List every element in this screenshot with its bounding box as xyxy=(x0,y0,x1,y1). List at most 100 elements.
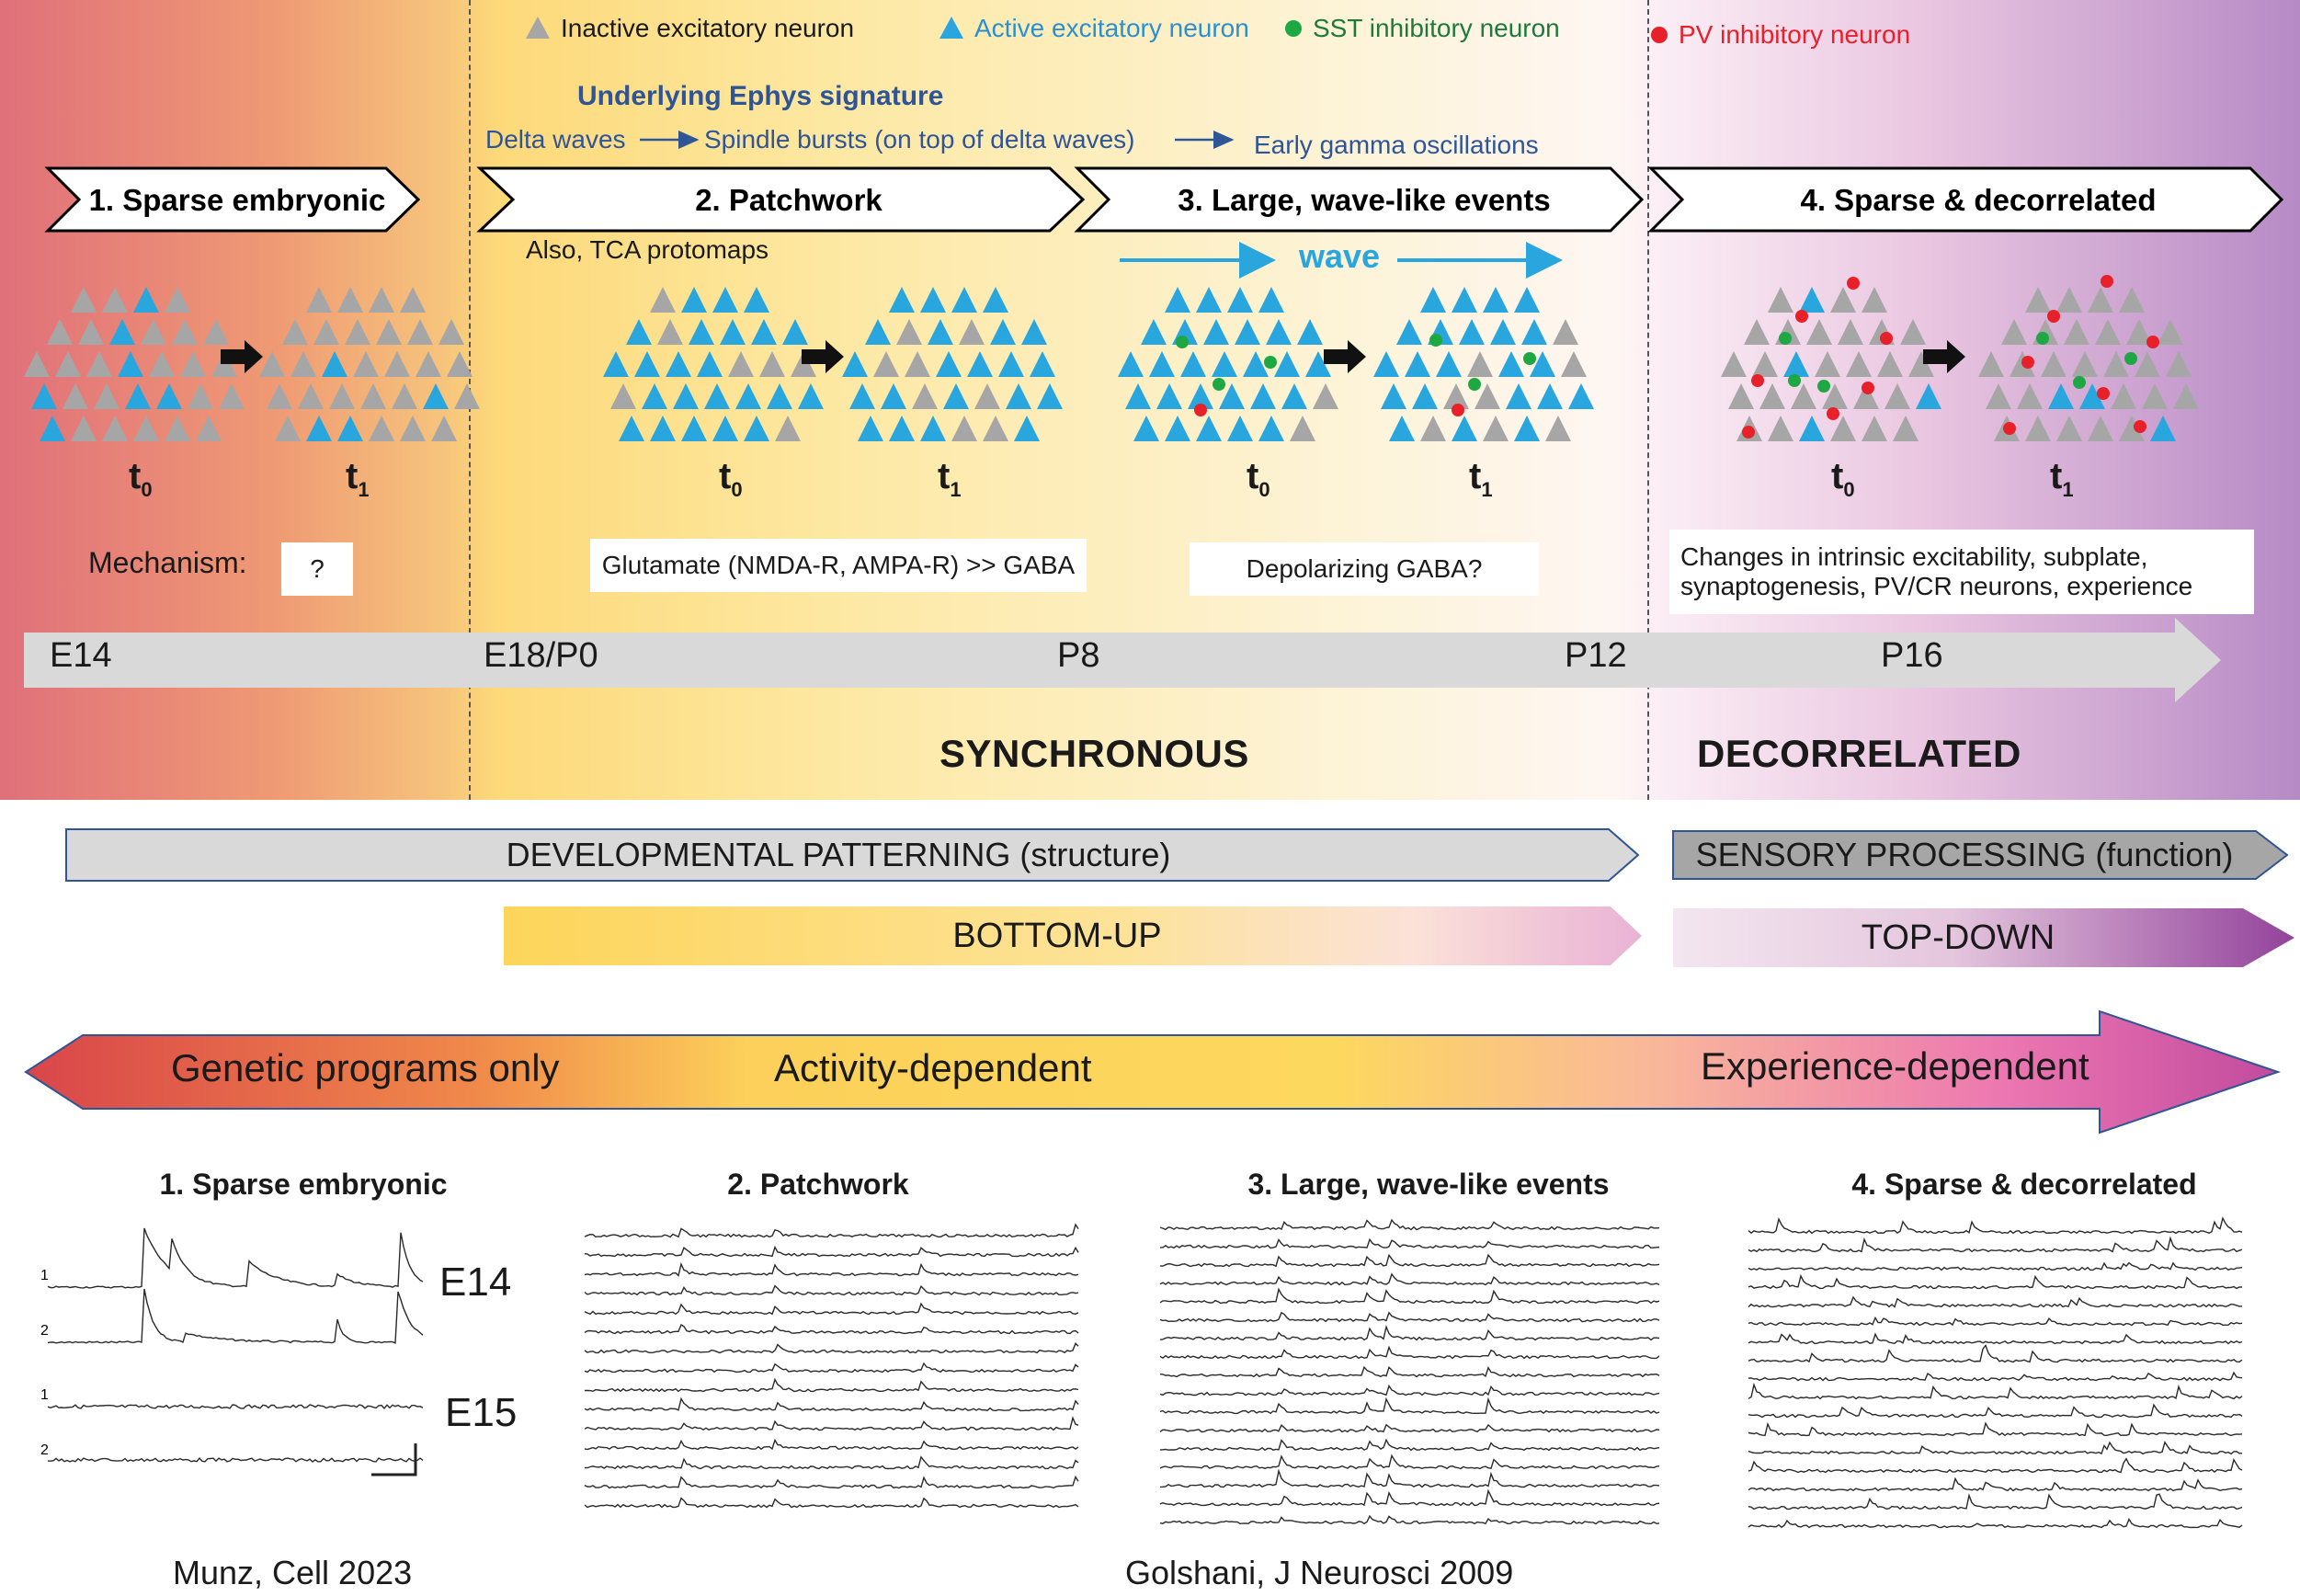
stage4-t1-inactive-neuron xyxy=(2041,351,2067,377)
stage2-t0-active-neuron xyxy=(798,383,824,409)
sst-neuron-icon xyxy=(1285,20,1302,37)
stage1-t0-inactive-neuron xyxy=(71,416,97,441)
stage4-t0-active-neuron xyxy=(1799,287,1825,313)
stage4-trace xyxy=(1748,1261,2243,1271)
stage3-t0-active-neuron xyxy=(1149,351,1175,377)
stage3-t1-active-neuron xyxy=(1506,383,1531,409)
stage2-t1-active-neuron xyxy=(951,287,977,313)
stage4-trace xyxy=(1748,1493,2243,1510)
mechanism-stage3-box: Depolarizing GABA? xyxy=(1190,542,1539,596)
stage3-t1-active-neuron xyxy=(1490,319,1516,345)
sensory-banner xyxy=(1672,830,2289,880)
stage2-t1-inactive-neuron xyxy=(983,416,1008,441)
stage4-t1-inactive-neuron xyxy=(2025,416,2051,441)
stage1-t0-inactive-neuron xyxy=(180,351,206,377)
stage4-t0-inactive-neuron xyxy=(1853,383,1879,409)
stage1-t0-inactive-neuron xyxy=(203,319,229,345)
stage3-t0-active-neuron xyxy=(1133,416,1159,441)
stage1-t1-inactive-neuron xyxy=(392,383,417,409)
stage1-t0-inactive-neuron xyxy=(63,383,88,409)
stage4-trace xyxy=(1748,1236,2243,1253)
stage4-trace xyxy=(1748,1216,2243,1235)
timeline-e14: E14 xyxy=(50,636,112,675)
stage2-t1-inactive-neuron xyxy=(912,383,938,409)
stage4-t1-inactive-neuron xyxy=(2064,319,2089,345)
stage4-t0-inactive-neuron xyxy=(1838,319,1863,345)
stage3-trace xyxy=(1159,1384,1660,1396)
stage1-t1-inactive-neuron xyxy=(298,383,324,409)
stage1-t0-active-neuron xyxy=(156,383,182,409)
stage3-t1-label: t1 xyxy=(1469,456,1493,501)
stage2-t0-active-neuron xyxy=(735,383,761,409)
stage3-t0-active-neuron xyxy=(1165,287,1190,313)
timeline-e18-p0: E18/P0 xyxy=(484,636,598,675)
stage3-chevron xyxy=(1074,166,1645,233)
stage2-t0-active-neuron xyxy=(712,287,738,313)
stage2-t0-label: t0 xyxy=(719,456,743,501)
trace-title-stage1: 1. Sparse embryonic xyxy=(159,1168,448,1201)
stage4-trace xyxy=(1748,1371,2243,1382)
stage4-t1-inactive-neuron xyxy=(2119,416,2145,441)
stage1-t0-inactive-neuron xyxy=(102,416,128,441)
regime-synchronous: SYNCHRONOUS xyxy=(939,732,1249,775)
stage1-t0-inactive-neuron xyxy=(86,351,112,377)
stage3-t1-inactive-neuron xyxy=(1561,351,1587,377)
stage2-trace xyxy=(584,1475,1079,1489)
timeline-p16: P16 xyxy=(1881,636,1943,675)
stage4-t1-inactive-neuron xyxy=(2111,383,2136,409)
legend-active-label: Active excitatory neuron xyxy=(974,14,1249,42)
stage2-t0-active-neuron xyxy=(744,416,769,441)
function-banners xyxy=(65,828,2294,967)
stage1-t1-inactive-neuron xyxy=(259,351,285,377)
stage4-t1-active-neuron xyxy=(2150,416,2176,441)
bottom-up-label: BOTTOM-UP xyxy=(952,916,1162,955)
stage4-trace xyxy=(1748,1421,2243,1437)
neuron-grids xyxy=(24,275,2199,441)
stage3-t1-active-neuron xyxy=(1389,416,1415,441)
stage4-t1-inactive-neuron xyxy=(2103,351,2129,377)
stage3-t0-active-neuron xyxy=(1297,319,1323,345)
genetic-programs-label: Genetic programs only xyxy=(171,1046,560,1089)
stage4-trace xyxy=(1748,1332,2243,1345)
sst-neuron xyxy=(1788,374,1801,387)
stage2-step-arrow xyxy=(802,340,844,373)
wave-label: wave xyxy=(1299,237,1381,275)
stage2-t1-active-neuron xyxy=(889,416,915,441)
stage3-t0-active-neuron xyxy=(1227,416,1253,441)
stage2-t1-inactive-neuron xyxy=(896,319,922,345)
stage3-t0-active-neuron xyxy=(1235,319,1260,345)
legend-sst-label: SST inhibitory neuron xyxy=(1313,14,1560,42)
stage3-t1-active-neuron xyxy=(1436,351,1462,377)
stage4-t1-inactive-neuron xyxy=(2126,319,2152,345)
stage4-t0-inactive-neuron xyxy=(1830,287,1856,313)
stage3-t0-active-neuron xyxy=(1258,287,1284,313)
stage2-t1-active-neuron xyxy=(889,287,915,313)
stage2-t0-active-neuron xyxy=(666,351,691,377)
sst-neuron xyxy=(1817,380,1830,393)
mechanism-stage4-box: Changes in intrinsic excitability, subpl… xyxy=(1669,530,2254,614)
bottom-up-banner xyxy=(504,906,1642,965)
stage3-trace xyxy=(1159,1365,1660,1378)
stage2-t0-active-neuron xyxy=(767,383,792,409)
stage1-t1-inactive-neuron xyxy=(267,383,292,409)
pv-neuron xyxy=(1452,404,1464,416)
stage1-t0-active-neuron xyxy=(118,351,143,377)
stage3-trace xyxy=(1159,1272,1660,1286)
activity-dependent-label: Activity-dependent xyxy=(774,1046,1092,1089)
ephys-spindle: Spindle bursts (on top of delta waves) xyxy=(704,125,1135,154)
stage2-t0-active-neuron xyxy=(697,351,723,377)
pv-neuron xyxy=(2097,387,2110,400)
citation-munz: Munz, Cell 2023 xyxy=(173,1554,413,1591)
stage2-t1-label: t1 xyxy=(938,456,962,501)
stage2-t1-active-neuron xyxy=(920,287,946,313)
stage1-t1-inactive-neuron xyxy=(337,287,363,313)
stage4-t1-inactive-neuron xyxy=(2072,351,2098,377)
citation-golshani: Golshani, J Neurosci 2009 xyxy=(1125,1554,1514,1591)
stage4-t1-inactive-neuron xyxy=(2056,416,2082,441)
stage1-t0-inactive-neuron xyxy=(94,383,120,409)
stage4-t0-inactive-neuron xyxy=(1893,416,1919,441)
stage2-t0-active-neuron xyxy=(720,319,746,345)
sst-neuron xyxy=(1523,352,1536,365)
stage2-t1-active-neuron xyxy=(920,416,946,441)
stage2-t0-active-neuron xyxy=(704,383,730,409)
